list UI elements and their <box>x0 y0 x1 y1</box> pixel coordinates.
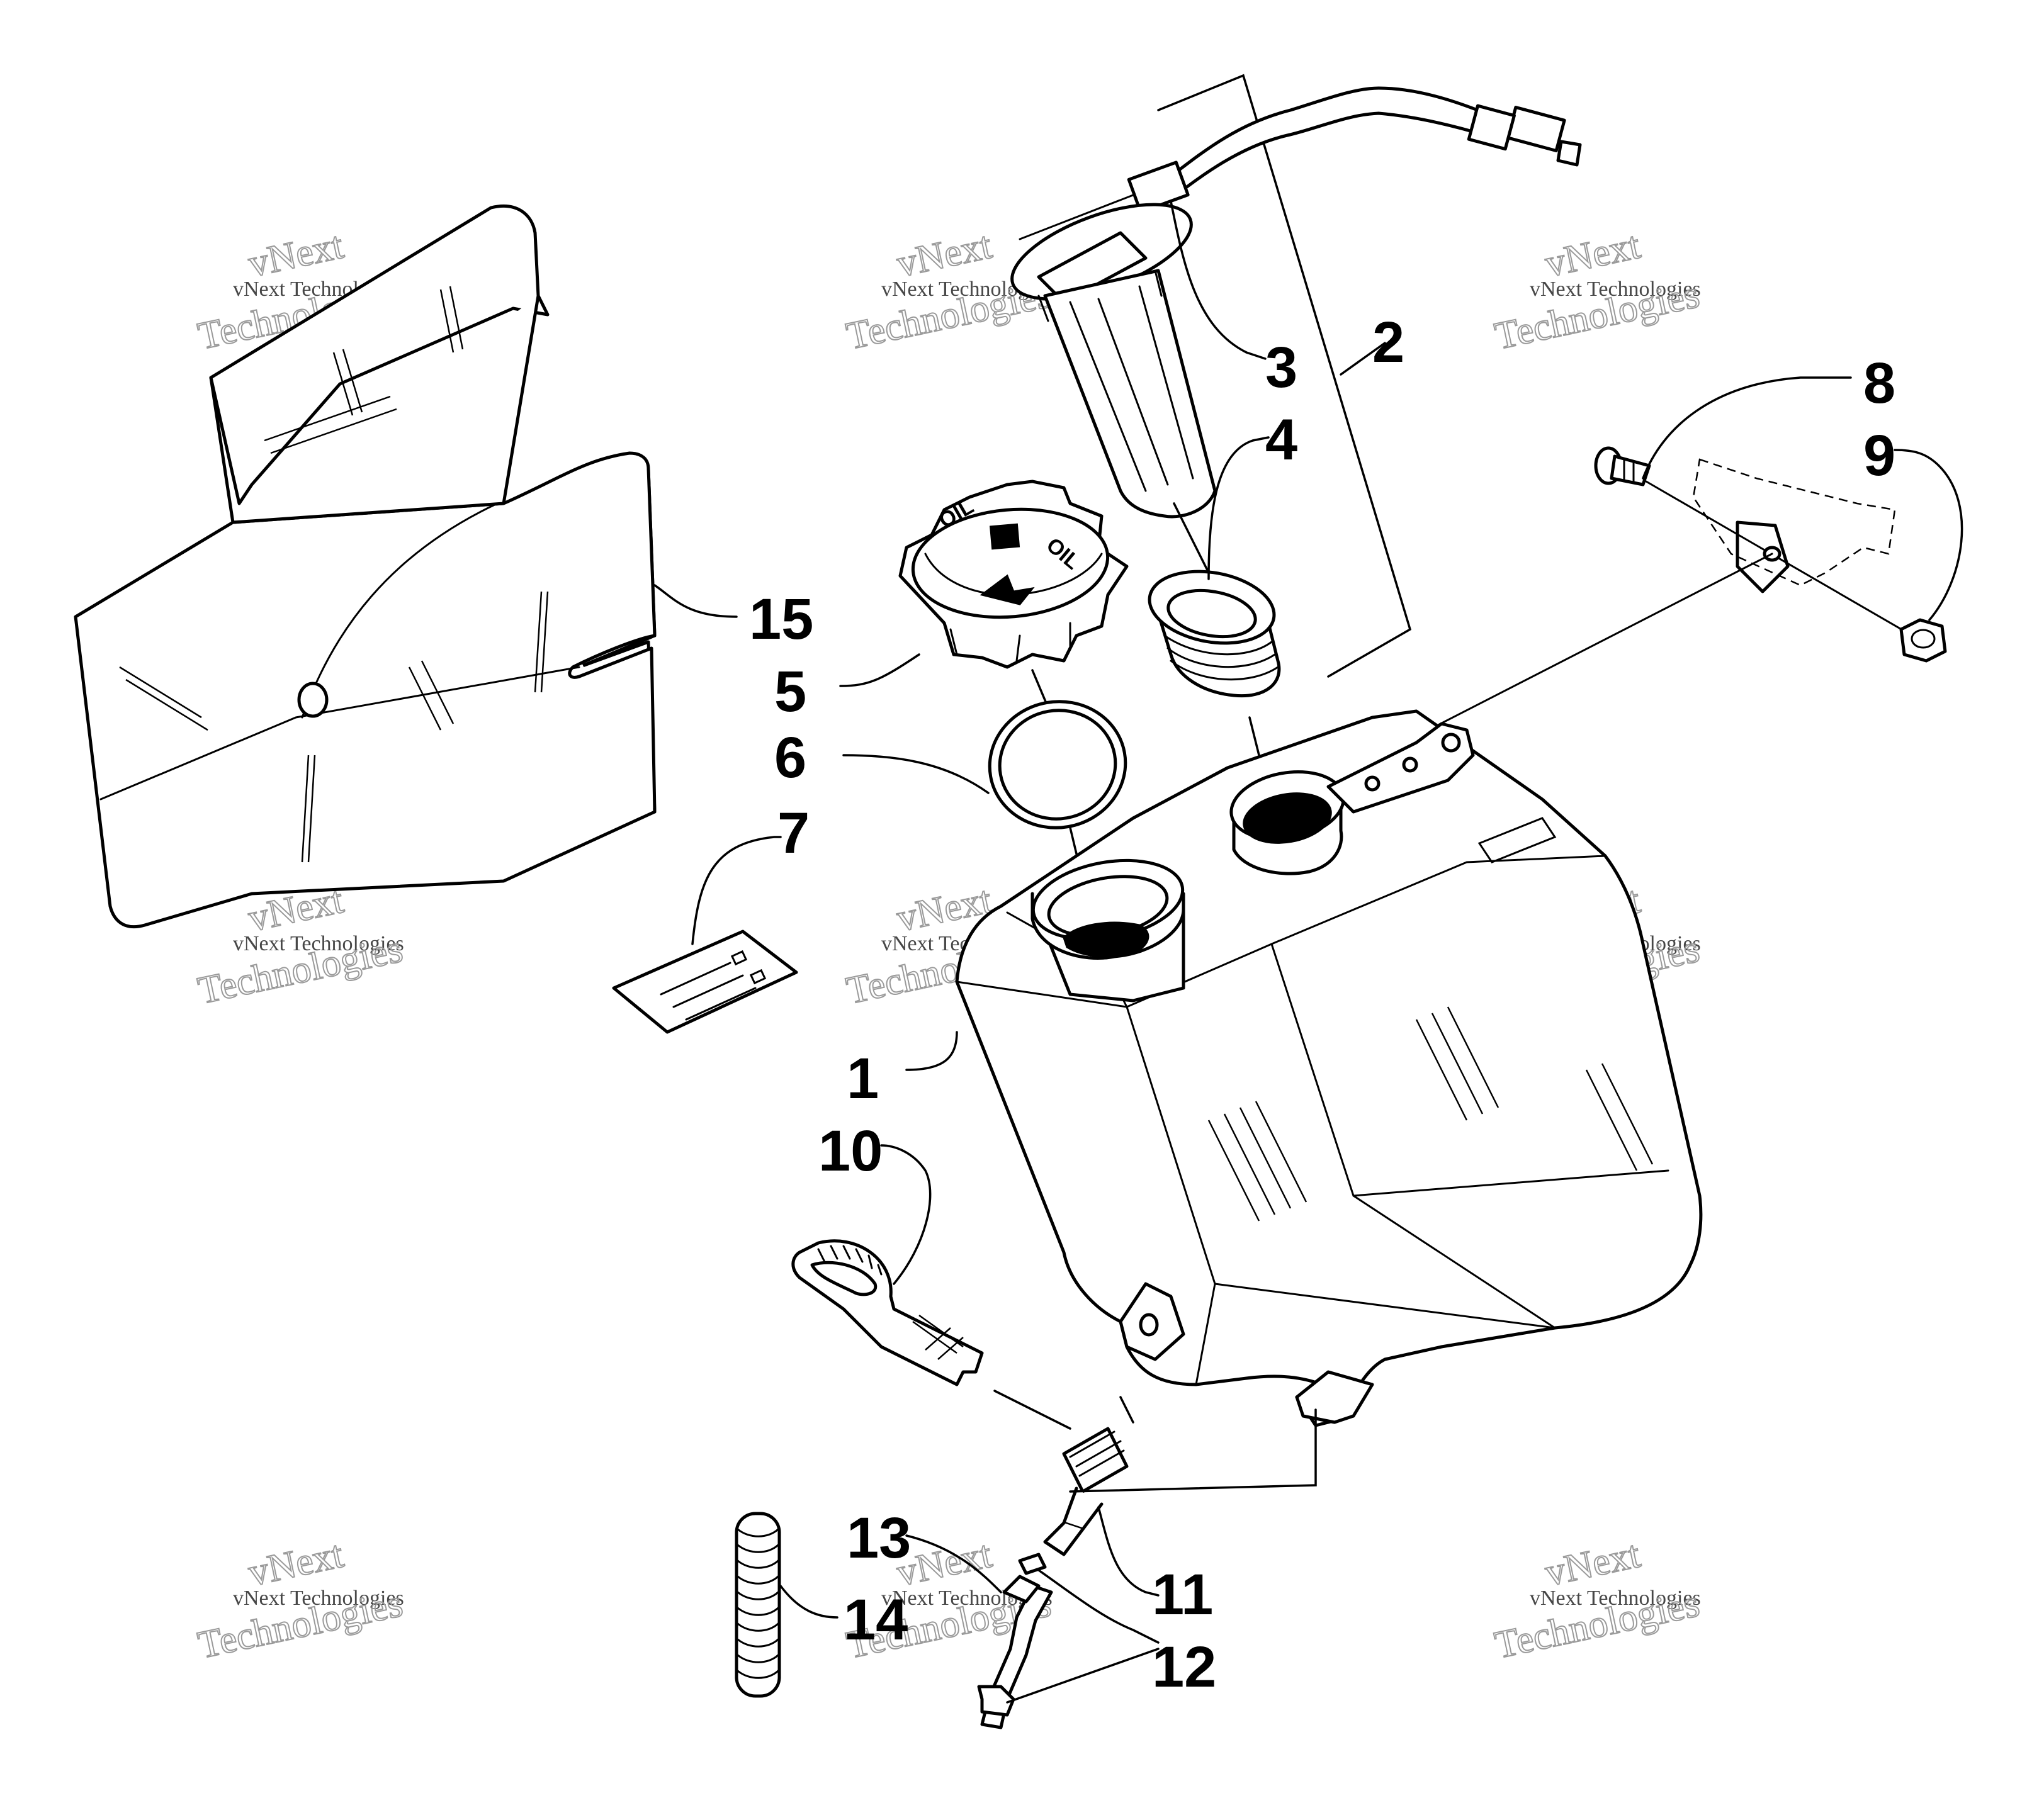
callout-9: 9 <box>1863 424 1895 488</box>
watermark-bottom-left: vNext vNext Technologies Technologies <box>194 1532 407 1668</box>
watermark-top-center: vNext vNext Technologies Technologies <box>842 223 1056 359</box>
watermark-bottom-right: vNext vNext Technologies Technologies <box>1491 1532 1704 1668</box>
watermark-top-right: vNext vNext Technologies Technologies <box>1491 223 1704 359</box>
watermark-text: vNext Technologies <box>233 932 404 955</box>
callout-11: 11 <box>1152 1563 1213 1627</box>
fuel-sender-part-3 <box>1010 86 1582 587</box>
callout-1: 1 <box>847 1047 879 1111</box>
callout-5: 5 <box>774 660 806 724</box>
watermark-vnext: vNext <box>893 224 995 286</box>
grommet-part-4 <box>1148 436 1281 807</box>
o-ring-part-6 <box>988 700 1127 907</box>
watermark-text: vNext Technologies <box>233 1587 404 1610</box>
leader-7 <box>691 836 782 945</box>
callout-12: 12 <box>1152 1635 1216 1699</box>
callout-14: 14 <box>844 1588 908 1652</box>
hose-coil-part-14 <box>735 1512 838 1698</box>
watermark-vnext: vNext <box>245 224 347 286</box>
callout-3: 3 <box>1265 335 1297 400</box>
fitting-part-11 <box>1043 1396 1317 1597</box>
callout-7: 7 <box>777 801 810 865</box>
decal-part-7 <box>612 930 798 1034</box>
watermark-vnext: vNext <box>1542 224 1644 286</box>
leader-5 <box>839 653 920 687</box>
oil-cap-part-5: OIL OIL <box>898 480 1129 731</box>
callout-10: 10 <box>818 1119 883 1183</box>
callout-2: 2 <box>1372 310 1404 374</box>
hose-part-12 <box>905 1534 1160 1729</box>
callout-13: 13 <box>847 1506 911 1570</box>
callout-4: 4 <box>1265 408 1297 472</box>
watermark-vnext: vNext <box>1542 1533 1644 1595</box>
watermark-text: vNext Technologies <box>1530 278 1701 301</box>
watermark-text: vNext Technologies <box>1530 1587 1701 1610</box>
watermark-vnext: vNext <box>245 1533 347 1595</box>
oil-tank-part-1 <box>905 709 1703 1427</box>
callout-6: 6 <box>774 726 806 790</box>
fuel-sender-frame-part-2 <box>1157 74 1412 678</box>
leader-2 <box>1340 342 1386 376</box>
callout-8: 8 <box>1863 351 1895 415</box>
heat-shield-part-15 <box>74 204 657 929</box>
leader-6 <box>842 754 990 794</box>
bracket-hardware-parts-8-9 <box>1396 376 1963 747</box>
callout-15: 15 <box>749 587 813 651</box>
strap-part-10 <box>791 1144 1071 1430</box>
leader-15 <box>653 584 738 618</box>
